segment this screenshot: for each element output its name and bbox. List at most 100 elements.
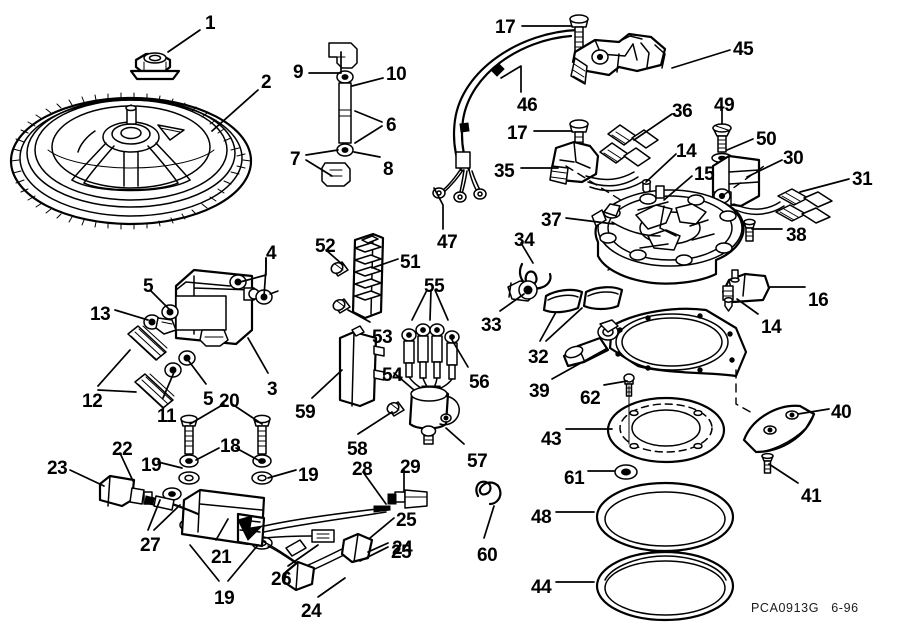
part-wiring-harness [263,489,428,592]
part-screw-52 [330,261,349,277]
part-coil-assembly-45 [570,32,667,85]
leader-line-37 [565,217,615,225]
leader-line-7 [305,149,339,156]
leader-line-33 [499,293,525,312]
leader-line-4b [263,257,267,297]
callout-19: 19 [141,455,162,476]
callout-9: 9 [293,62,304,83]
leader-line-5 [149,289,171,311]
part-lead-22 [98,474,200,516]
leader-line-31 [799,178,850,193]
callout-27: 27 [140,535,161,556]
leader-line-19d [227,544,259,582]
callout-4: 4 [266,243,277,264]
callout-28: 28 [352,459,373,480]
part-stator-plate-37 [565,165,765,285]
part-pin-14b [723,297,734,312]
leader-line-2 [211,89,259,132]
callout-2: 2 [261,72,272,93]
part-timer-base-39 [562,307,755,415]
callout-32: 32 [528,347,549,368]
part-screw-38 [743,218,756,242]
part-grommet-33 [507,280,538,302]
part-bracket-59 [338,325,385,408]
callout-8: 8 [383,159,394,180]
part-oring-48 [595,481,735,553]
leader-line-57 [445,427,465,445]
part-bracket-16 [721,269,771,304]
leader-line-62 [603,380,628,386]
leader-line-30 [746,159,783,178]
callout-11: 11 [157,406,177,427]
leader-line-3 [247,337,269,374]
part-lug-13 [143,314,177,335]
callout-23: 23 [47,458,68,479]
callout-13: 13 [90,304,111,325]
leader-line-12b [97,389,137,393]
callout-1: 1 [205,13,216,34]
leader-line-8 [353,151,381,158]
callout-52: 52 [315,236,336,257]
leader-line-54 [393,372,415,391]
leader-line-50 [726,138,754,151]
callout-17: 17 [495,17,516,38]
callout-46: 46 [517,95,538,116]
part-coil-21 [180,488,266,548]
part-screw-57 [420,425,437,445]
part-connector-31 [775,188,833,224]
part-sensor-35 [549,140,643,192]
leader-line-52 [325,249,344,266]
leader-line-55b [429,289,432,321]
leader-lines [69,25,850,598]
part-screw-49 [712,123,732,153]
callout-3: 3 [267,379,278,400]
leader-line-14b [736,298,759,315]
part-screw-41 [761,452,774,474]
leader-line-10 [351,77,384,87]
callout-58: 58 [347,439,368,460]
callout-61: 61 [564,468,585,489]
leader-line-18 [195,447,220,461]
part-connector-36 [599,124,659,167]
leader-line-25b [369,517,395,539]
part-washer-5 [161,304,196,366]
leader-line-55 [411,289,428,321]
leader-line-39 [551,348,607,380]
part-screw-4 [229,274,279,305]
callout-19b: 19 [298,465,319,486]
callout-14: 14 [676,141,697,162]
callout-35: 35 [494,161,515,182]
callout-33: 33 [481,315,502,336]
callout-48: 48 [531,507,552,528]
callout-34: 34 [514,230,535,251]
part-coil-54 [408,386,460,430]
callout-17b: 17 [507,123,528,144]
part-screw-53 [332,298,351,314]
leader-line-14 [645,153,677,183]
leader-line-58 [357,411,393,435]
leader-line-9 [308,51,342,74]
leader-line-18b [235,447,259,461]
leader-line-51 [371,258,399,269]
callout-19c: 19 [214,588,235,609]
part-sleeve-32 [542,286,624,314]
callout-7: 7 [290,149,301,170]
part-washer-11 [164,362,182,378]
callout-14b: 14 [761,317,782,338]
callout-38: 38 [786,225,807,246]
part-spark-plug-group [321,42,358,187]
leader-line-6 [354,110,383,123]
callout-5b: 5 [203,389,214,410]
callout-55: 55 [424,276,445,297]
callout-56: 56 [469,372,490,393]
leader-line-20 [189,403,225,425]
leader-line-15 [663,175,693,201]
leader-line-34 [520,242,534,264]
leader-line-59 [311,369,343,399]
leader-line-26 [287,544,319,567]
callout-40: 40 [831,402,852,423]
callout-12: 12 [82,391,103,412]
leader-line-23 [69,469,105,487]
